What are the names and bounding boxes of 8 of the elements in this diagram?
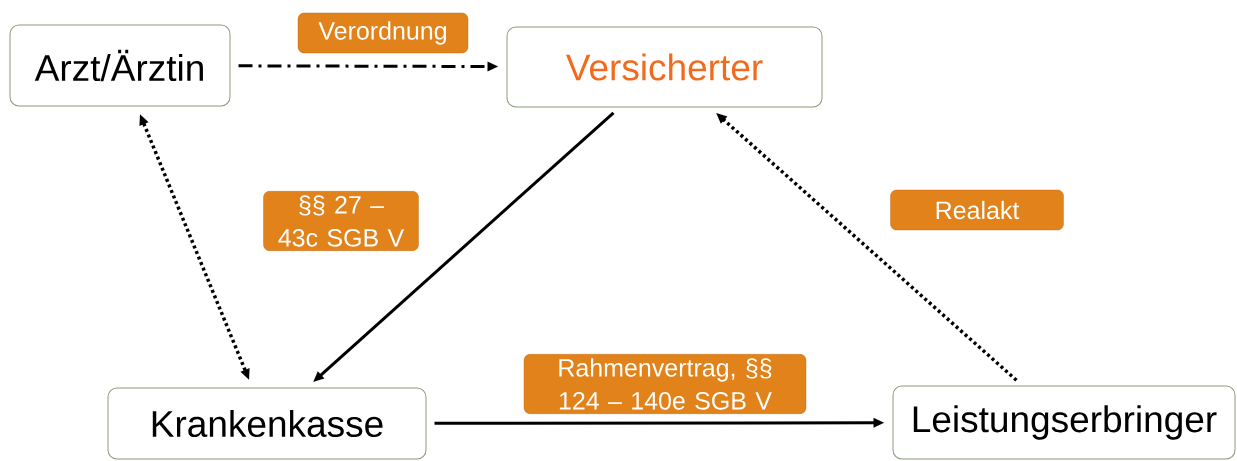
edge-label: §§ 27 – 43c SGB V: [263, 191, 419, 251]
edge-label: Verordnung: [297, 12, 469, 54]
edge-label: Rahmenvertrag, §§ 124 – 140e SGB V: [523, 354, 807, 414]
role-box: Arzt/Ärztin: [9, 24, 231, 107]
role-box: Krankenkasse: [107, 387, 427, 460]
role-box: Versicherter: [506, 26, 823, 108]
edge-label: Realakt: [890, 189, 1064, 231]
role-box: Leistungserbringer: [892, 385, 1236, 460]
